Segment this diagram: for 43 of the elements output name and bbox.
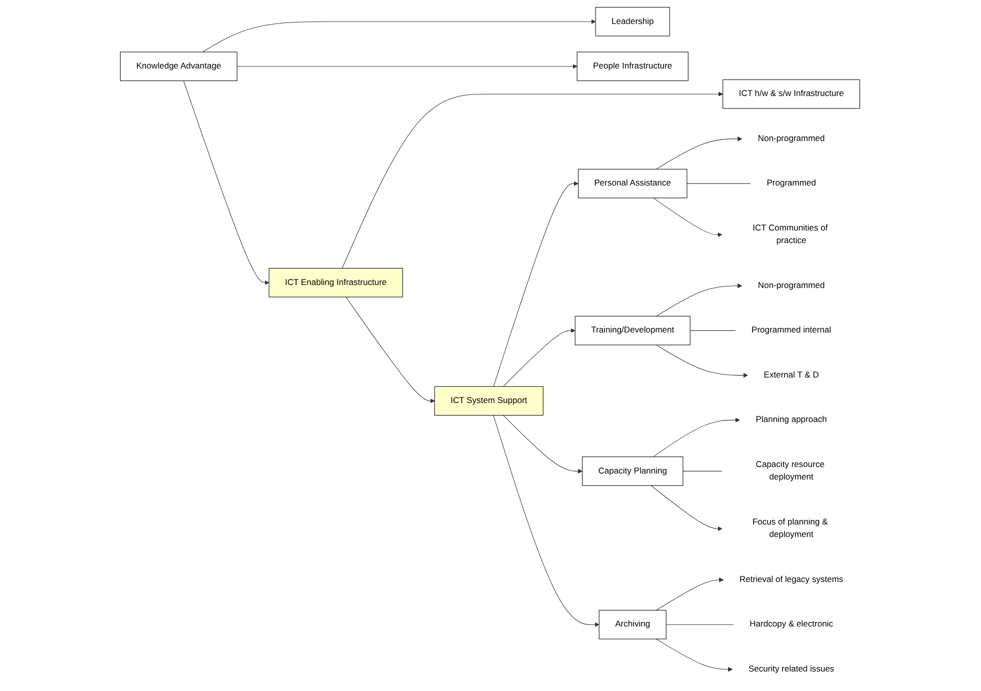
node-text: Non-programmed <box>758 134 825 144</box>
node-text: Hardcopy & electronic <box>750 620 834 629</box>
node-text: Planning approach <box>756 415 827 424</box>
node-box: Training/Development <box>574 316 690 346</box>
node-text: ICT Communities of practice <box>752 224 828 246</box>
arrow <box>346 296 435 404</box>
node-box: ICT System Support <box>434 386 544 416</box>
arrow <box>650 485 722 532</box>
node-box: Leadership <box>595 7 670 36</box>
node-text: Focus of planning & deployment <box>752 518 828 540</box>
node-text: Non-programmed <box>758 281 825 290</box>
node-text: Security related issues <box>748 664 834 674</box>
arrow <box>493 415 600 627</box>
node-box: Personal Assistance <box>578 168 688 198</box>
arrow <box>202 19 596 52</box>
node-box: Knowledge Advantage <box>120 52 238 82</box>
node-box: ICT h/w & s/w Infrastructure <box>722 79 860 109</box>
connector <box>686 183 752 184</box>
node-text: Programmed internal <box>752 326 832 335</box>
connector <box>682 470 722 472</box>
arrow <box>656 638 733 672</box>
arrow <box>656 344 748 378</box>
arrow <box>236 64 578 69</box>
arrow <box>342 92 724 269</box>
arrow <box>656 136 742 170</box>
node-text: Capacity resource deployment <box>756 460 825 482</box>
arrow <box>183 80 270 285</box>
arrow <box>656 284 742 316</box>
arrow <box>656 578 724 610</box>
arrow <box>503 415 583 474</box>
node-text: Retrieval of legacy systems <box>740 575 844 584</box>
arrow <box>503 328 576 387</box>
connector <box>690 330 736 331</box>
arrow <box>493 181 579 387</box>
connector <box>666 624 734 625</box>
arrow <box>653 198 722 238</box>
node-box: Archiving <box>598 610 666 640</box>
node-box: People Infrastructure <box>576 52 688 82</box>
node-text: External T & D <box>764 370 819 380</box>
arrow <box>653 418 740 458</box>
node-box: ICT Enabling Infrastructure <box>268 268 403 298</box>
node-box: Capacity Planning <box>582 456 684 486</box>
node-text: Programmed <box>766 178 816 188</box>
